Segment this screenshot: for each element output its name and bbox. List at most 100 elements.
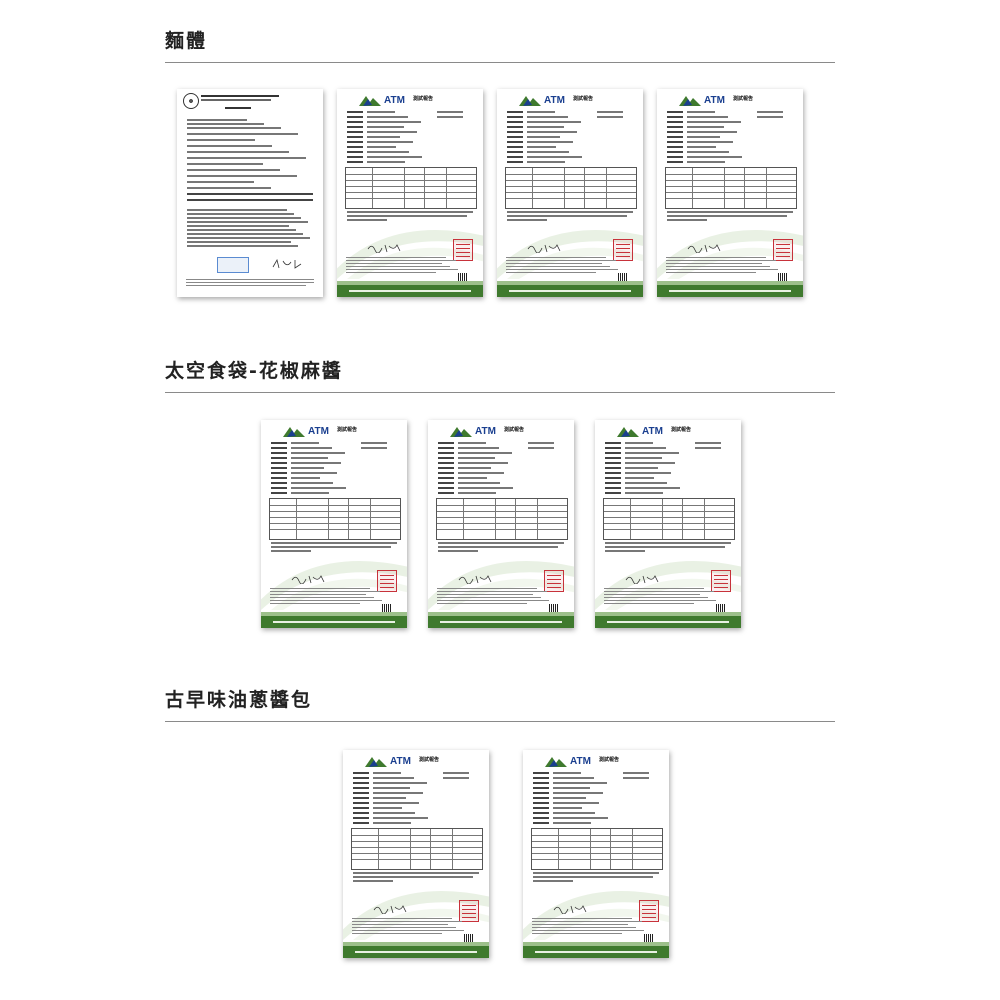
atm-logo-icon: [450, 427, 472, 437]
text-line: [625, 467, 658, 469]
text-line: [291, 492, 329, 494]
text-line: [187, 157, 306, 159]
red-seal-stamp: [377, 570, 397, 592]
text-line: [437, 600, 549, 602]
text-line: [353, 876, 473, 878]
text-line: [347, 126, 363, 128]
results-table: [603, 498, 735, 540]
text-line: [271, 482, 287, 484]
text-line: [687, 151, 729, 153]
text-line: [533, 802, 549, 804]
text-line: [443, 777, 469, 779]
text-line: [373, 822, 411, 824]
watermark-swoosh: [595, 561, 741, 610]
text-line: [695, 447, 721, 449]
brand-name: ATM: [475, 425, 496, 437]
text-line: [507, 146, 523, 148]
text-line: [367, 141, 413, 143]
text-line: [553, 787, 590, 789]
text-line: [438, 487, 454, 489]
text-line: [605, 457, 621, 459]
brand-name: ATM: [642, 425, 663, 437]
text-line: [347, 211, 473, 213]
atm-logo-icon: [617, 427, 639, 437]
text-line: [353, 880, 393, 882]
text-line: [625, 472, 671, 474]
text-line: [625, 457, 662, 459]
text-line: [533, 876, 653, 878]
text-line: [347, 215, 467, 217]
red-seal-stamp: [639, 900, 659, 922]
certificate-thumbnail[interactable]: [177, 89, 323, 297]
text-line: [271, 457, 287, 459]
text-line: [695, 442, 721, 444]
text-line: [187, 151, 289, 153]
report-heading: 測試報告: [733, 96, 754, 102]
qr-code-icon: [778, 273, 787, 282]
results-table: [269, 498, 401, 540]
text-line: [458, 462, 508, 464]
text-line: [532, 927, 636, 929]
text-line: [346, 257, 446, 259]
text-line: [438, 452, 454, 454]
atm-logo-icon: [283, 427, 305, 437]
text-line: [605, 442, 621, 444]
text-line: [605, 467, 621, 469]
red-seal-stamp: [613, 239, 633, 261]
section-title: 古早味油蔥醬包: [165, 689, 313, 711]
brand-name: ATM: [384, 94, 405, 106]
text-line: [527, 116, 568, 118]
text-line: [507, 151, 523, 153]
text-line: [186, 279, 314, 281]
watermark-swoosh: [428, 561, 574, 610]
text-line: [187, 217, 301, 219]
report-header: ATM: [617, 425, 663, 437]
footer-band-light: [337, 281, 483, 285]
text-line: [667, 136, 683, 138]
section-title: 太空食袋-花椒麻醬: [165, 360, 343, 382]
text-line: [187, 175, 297, 177]
report-header: ATM: [679, 94, 725, 106]
test-report-thumbnail[interactable]: ATM 測試報告: [657, 89, 803, 297]
text-line: [347, 111, 363, 113]
text-line: [437, 116, 463, 118]
text-line: [625, 482, 667, 484]
text-line: [458, 472, 504, 474]
red-seal-stamp: [773, 239, 793, 261]
red-seal-stamp: [711, 570, 731, 592]
text-line: [291, 452, 345, 454]
text-line: [373, 817, 428, 819]
text-line: [667, 116, 683, 118]
text-line: [604, 600, 716, 602]
signature: [291, 575, 325, 584]
report-header: ATM: [365, 755, 411, 767]
text-line: [187, 241, 291, 243]
text-line: [553, 812, 595, 814]
text-line: [437, 603, 527, 605]
text-line: [437, 111, 463, 113]
text-line: [373, 797, 406, 799]
qr-code-icon: [644, 934, 653, 943]
text-line: [533, 807, 549, 809]
text-line: [458, 492, 496, 494]
text-line: [437, 591, 547, 593]
text-line: [507, 215, 627, 217]
text-line: [625, 487, 680, 489]
text-line: [666, 272, 756, 274]
text-line: [347, 219, 387, 221]
text-line: [527, 121, 581, 123]
signature: [272, 259, 302, 269]
footer-band: [261, 616, 407, 628]
text-line: [291, 447, 332, 449]
text-line: [507, 161, 523, 163]
text-line: [443, 772, 469, 774]
